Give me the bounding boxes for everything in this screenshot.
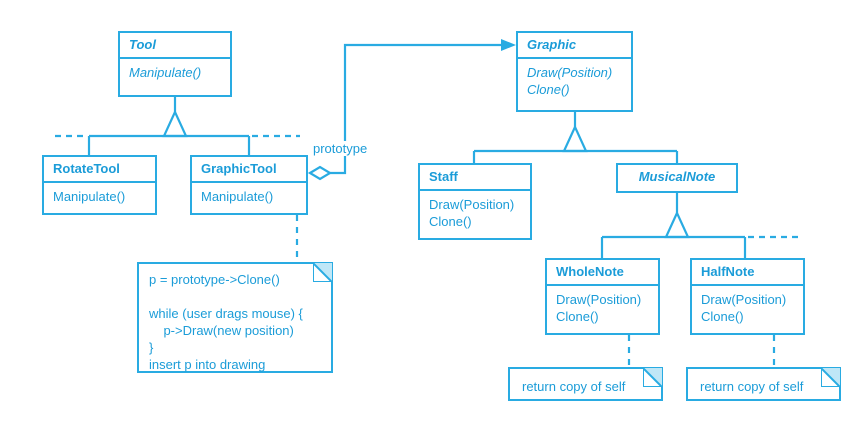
note-graphic-tool-manipulate[interactable]: p = prototype->Clone() while (user drags… bbox=[137, 262, 333, 373]
note-text: return copy of self bbox=[700, 379, 804, 394]
note-fold-corner-icon bbox=[821, 368, 840, 387]
inheritance-triangle-tool bbox=[162, 109, 188, 138]
class-operations-graphic-tool: Manipulate() bbox=[192, 183, 306, 210]
operation-draw: Draw(Position) bbox=[701, 292, 787, 307]
operation-clone: Clone() bbox=[429, 214, 472, 229]
note-text: p = prototype->Clone() while (user drags… bbox=[149, 272, 303, 372]
operation-manipulate: Manipulate() bbox=[129, 65, 202, 80]
note-whole-note-clone[interactable]: return copy of self bbox=[508, 367, 663, 401]
class-name-tool: Tool bbox=[120, 33, 230, 59]
class-box-whole-note[interactable]: WholeNote Draw(Position) Clone() bbox=[545, 258, 660, 335]
operation-clone: Clone() bbox=[527, 82, 570, 97]
class-name-staff: Staff bbox=[420, 165, 530, 191]
class-name-graphic: Graphic bbox=[518, 33, 631, 59]
class-box-musical-note[interactable]: MusicalNote bbox=[616, 163, 738, 193]
operation-manipulate: Manipulate() bbox=[201, 189, 274, 204]
class-name-rotate-tool: RotateTool bbox=[44, 157, 155, 183]
class-name-whole-note: WholeNote bbox=[547, 260, 658, 286]
class-operations-tool: Manipulate() bbox=[120, 59, 230, 86]
association-label-prototype: prototype bbox=[311, 141, 370, 156]
aggregation-diamond-prototype bbox=[307, 165, 333, 181]
class-box-tool[interactable]: Tool Manipulate() bbox=[118, 31, 232, 97]
class-operations-staff: Draw(Position) Clone() bbox=[420, 191, 530, 235]
note-text: return copy of self bbox=[522, 379, 626, 394]
class-name-musical-note: MusicalNote bbox=[638, 169, 716, 184]
note-fold-corner-icon bbox=[643, 368, 662, 387]
inheritance-triangle-graphic bbox=[562, 124, 588, 153]
operation-clone: Clone() bbox=[701, 309, 744, 324]
class-name-half-note: HalfNote bbox=[692, 260, 803, 286]
class-operations-graphic: Draw(Position) Clone() bbox=[518, 59, 631, 103]
class-box-rotate-tool[interactable]: RotateTool Manipulate() bbox=[42, 155, 157, 215]
association-arrowhead-prototype bbox=[501, 39, 516, 51]
class-box-graphic[interactable]: Graphic Draw(Position) Clone() bbox=[516, 31, 633, 112]
operation-clone: Clone() bbox=[556, 309, 599, 324]
operation-manipulate: Manipulate() bbox=[53, 189, 126, 204]
class-operations-rotate-tool: Manipulate() bbox=[44, 183, 155, 210]
class-box-staff[interactable]: Staff Draw(Position) Clone() bbox=[418, 163, 532, 240]
note-half-note-clone[interactable]: return copy of self bbox=[686, 367, 841, 401]
operation-draw: Draw(Position) bbox=[527, 65, 613, 80]
note-fold-corner-icon bbox=[313, 263, 332, 282]
class-box-graphic-tool[interactable]: GraphicTool Manipulate() bbox=[190, 155, 308, 215]
class-operations-whole-note: Draw(Position) Clone() bbox=[547, 286, 658, 330]
inheritance-triangle-musical-note bbox=[664, 210, 690, 239]
association-path-prototype bbox=[330, 43, 504, 175]
class-name-graphic-tool: GraphicTool bbox=[192, 157, 306, 183]
operation-draw: Draw(Position) bbox=[429, 197, 515, 212]
class-box-half-note[interactable]: HalfNote Draw(Position) Clone() bbox=[690, 258, 805, 335]
operation-draw: Draw(Position) bbox=[556, 292, 642, 307]
class-operations-half-note: Draw(Position) Clone() bbox=[692, 286, 803, 330]
